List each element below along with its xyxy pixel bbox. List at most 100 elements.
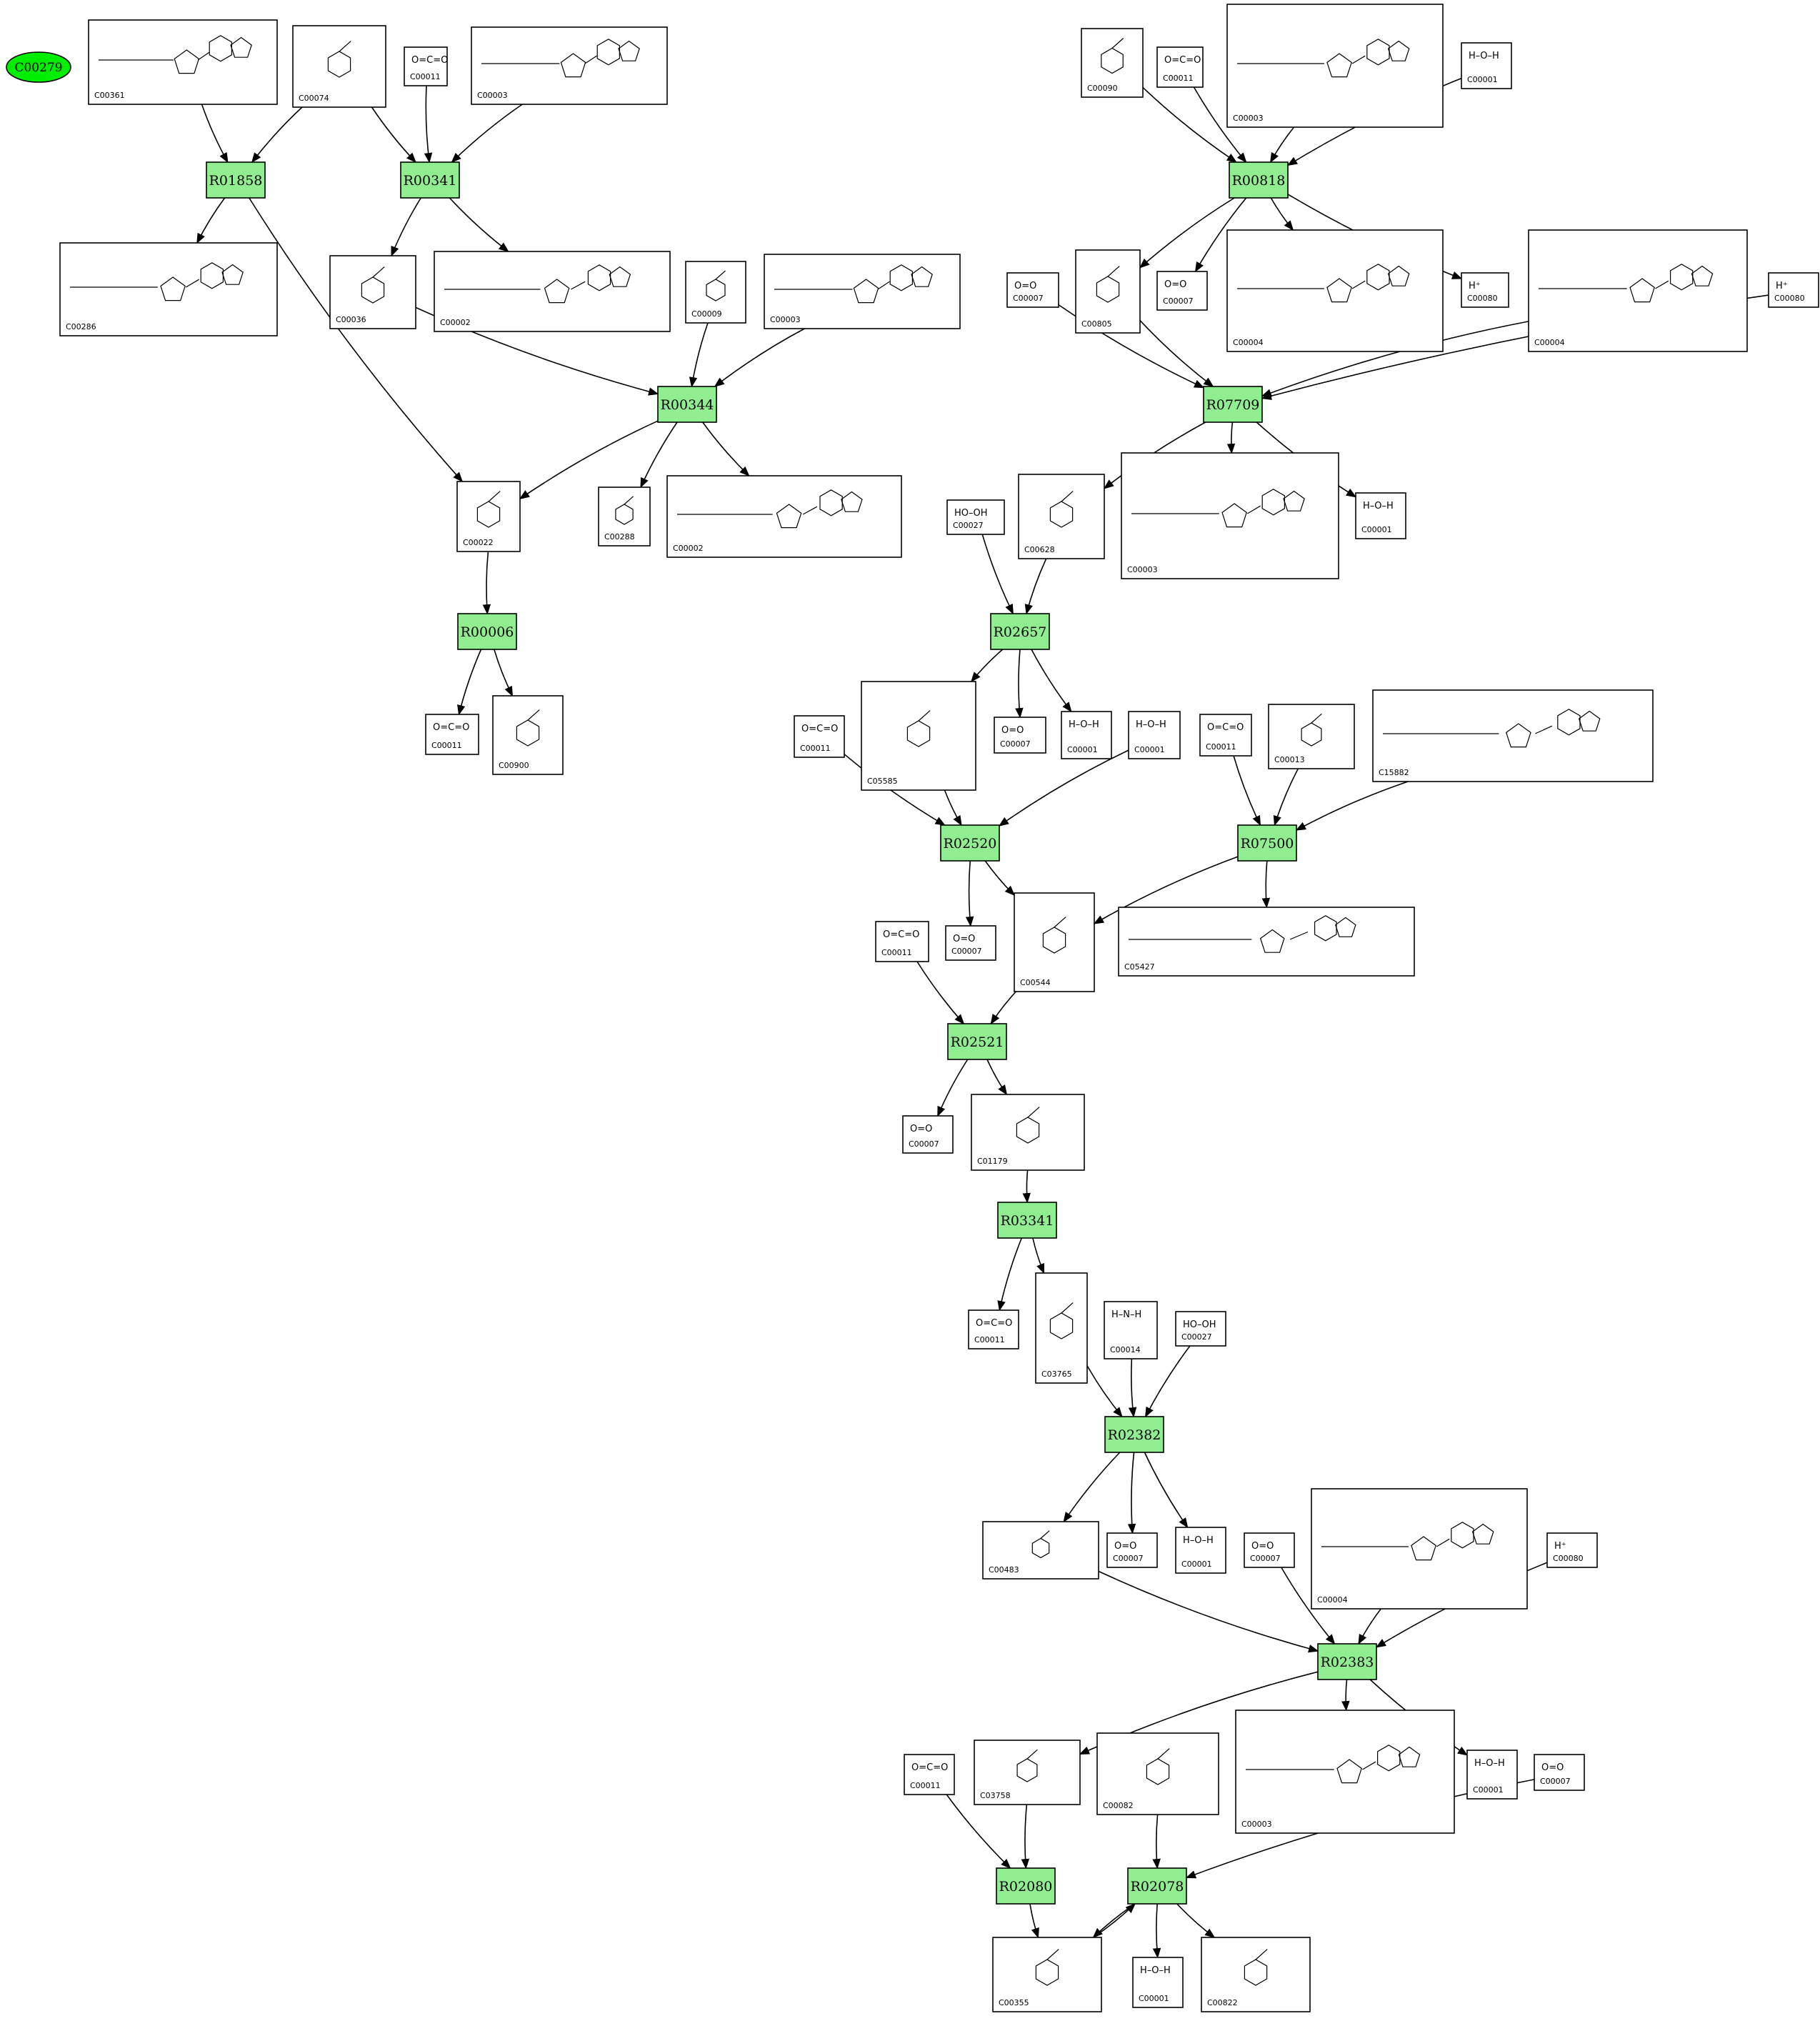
- compound-id-label: C00080: [1774, 294, 1805, 303]
- edge-n9-to-R00344: [714, 328, 805, 387]
- reaction-node[interactable]: R00818: [1229, 161, 1289, 199]
- reaction-node[interactable]: R00006: [457, 613, 517, 650]
- reaction-node[interactable]: R02521: [947, 1023, 1007, 1060]
- compound-node[interactable]: C00822: [1201, 1937, 1311, 2012]
- reaction-node[interactable]: R02078: [1127, 1867, 1187, 1905]
- compound-formula: O=O: [1001, 725, 1024, 736]
- compound-node[interactable]: C05585: [861, 681, 976, 791]
- compound-node[interactable]: C00074: [292, 25, 386, 108]
- reaction-node[interactable]: R01858: [206, 161, 266, 199]
- compound-id-label: C00007: [1113, 1554, 1144, 1563]
- compound-box: [1201, 1937, 1311, 2012]
- edge-R02080-to-n60: [1029, 1903, 1039, 1939]
- reaction-node[interactable]: R02382: [1104, 1416, 1164, 1453]
- compound-id-label: C00007: [909, 1139, 939, 1149]
- compound-node[interactable]: C00628: [1018, 474, 1105, 559]
- compound-node[interactable]: C00003: [471, 26, 668, 105]
- reaction-node[interactable]: R00341: [400, 161, 460, 199]
- compound-node[interactable]: C00022: [456, 481, 521, 552]
- compound-node[interactable]: C00090: [1081, 28, 1144, 98]
- molecule-ring: [230, 36, 252, 58]
- compound-node[interactable]: C00355: [992, 1937, 1102, 2012]
- reaction-node[interactable]: R02657: [990, 613, 1050, 650]
- reaction-node[interactable]: R02383: [1317, 1643, 1377, 1680]
- compound-node[interactable]: C00036: [329, 255, 416, 329]
- molecule-ring: [587, 264, 611, 291]
- compound-node[interactable]: C00004: [1311, 1488, 1528, 1610]
- compound-id-label: C00011: [974, 1335, 1005, 1344]
- compound-node[interactable]: C15882: [1372, 689, 1654, 782]
- compound-node[interactable]: H⁺C00080: [1768, 272, 1819, 308]
- start-node-label: C00279: [14, 61, 62, 75]
- compound-node[interactable]: C00003: [1226, 4, 1444, 128]
- compound-node[interactable]: C00002: [434, 251, 671, 332]
- compound-node[interactable]: H⁺C00080: [1546, 1532, 1598, 1568]
- reaction-node[interactable]: R02520: [940, 824, 1000, 862]
- reaction-node[interactable]: R07709: [1203, 386, 1263, 423]
- compound-node[interactable]: C01179: [971, 1094, 1085, 1171]
- compound-id-label: C00090: [1087, 84, 1118, 93]
- reaction-node[interactable]: R07500: [1237, 824, 1297, 862]
- edge-R01858-to-n5: [196, 197, 226, 244]
- edge-n2-to-R01858: [251, 106, 303, 164]
- compound-node[interactable]: C00013: [1268, 704, 1355, 769]
- compound-node[interactable]: C00361: [88, 19, 278, 105]
- reaction-label: R02382: [1108, 1427, 1161, 1443]
- compound-node[interactable]: C00009: [685, 261, 746, 324]
- compound-box: [404, 46, 448, 86]
- start-node[interactable]: C00279: [6, 51, 71, 83]
- compound-node[interactable]: C00483: [982, 1521, 1099, 1580]
- edge-n1-to-R01858: [201, 104, 229, 164]
- compound-node[interactable]: C00002: [666, 475, 902, 558]
- compound-formula: H–O–H: [1069, 719, 1099, 730]
- molecule-bond: [339, 41, 351, 52]
- compound-node[interactable]: C00544: [1014, 892, 1095, 992]
- molecule-bond: [1535, 725, 1553, 734]
- compound-node[interactable]: C03765: [1035, 1272, 1088, 1384]
- reaction-node[interactable]: R03341: [997, 1202, 1057, 1239]
- compound-node[interactable]: C00900: [492, 695, 564, 775]
- compound-node[interactable]: C00286: [59, 242, 278, 336]
- reaction-node[interactable]: R02080: [996, 1867, 1056, 1905]
- compound-node[interactable]: C00082: [1096, 1732, 1219, 1815]
- compound-node[interactable]: C00805: [1075, 249, 1141, 334]
- compound-node[interactable]: C03758: [974, 1740, 1081, 1805]
- reaction-node[interactable]: R00344: [657, 386, 717, 423]
- compound-node[interactable]: C00003: [1235, 1710, 1455, 1834]
- compound-node[interactable]: C00004: [1226, 229, 1444, 352]
- compound-node[interactable]: C00003: [764, 254, 961, 329]
- compound-node[interactable]: H⁺C00080: [1461, 272, 1509, 308]
- edge-n45-to-R02382: [1086, 1365, 1123, 1418]
- compound-id-label: C05427: [1124, 962, 1155, 972]
- compound-node[interactable]: C05427: [1118, 907, 1415, 977]
- compound-node[interactable]: C00003: [1121, 452, 1339, 579]
- compound-node[interactable]: C00288: [598, 486, 651, 547]
- compound-node[interactable]: C00004: [1528, 229, 1748, 352]
